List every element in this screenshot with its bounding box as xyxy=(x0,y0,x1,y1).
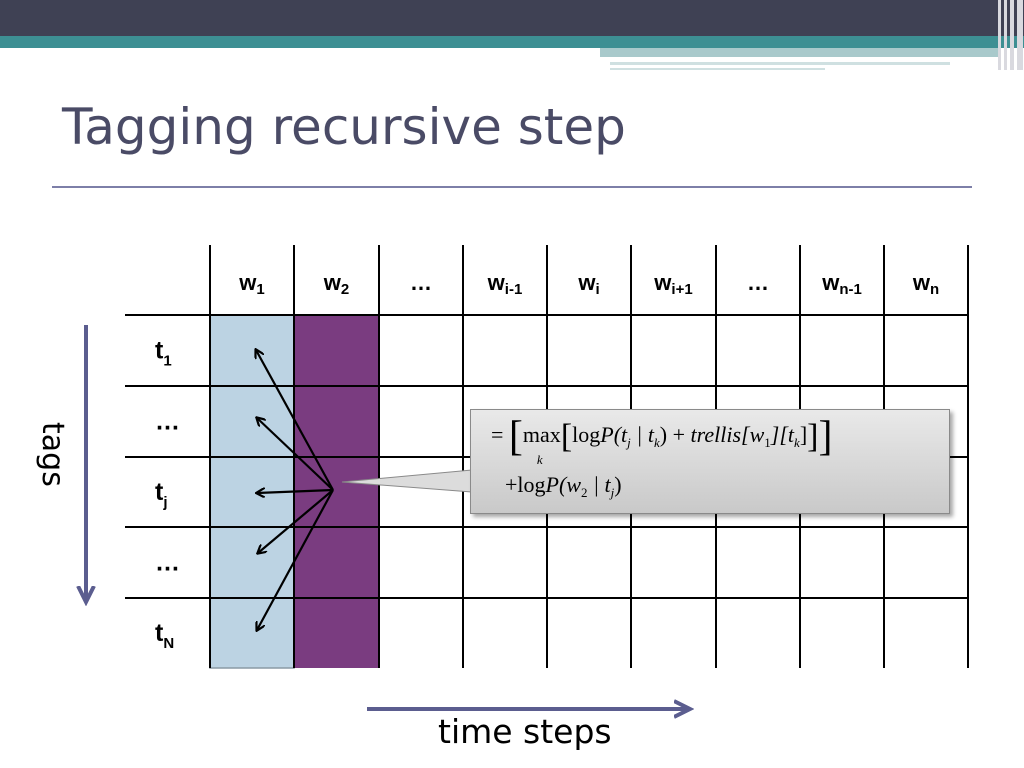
top-banner-accent xyxy=(600,48,1000,57)
transition-arrow xyxy=(257,489,334,630)
callout-pointer xyxy=(341,469,473,493)
column-w1-cell xyxy=(209,314,295,387)
column-header: wi xyxy=(577,270,599,298)
column-header: … xyxy=(410,270,432,295)
trellis-grid xyxy=(125,245,969,668)
column-header: wi-1 xyxy=(487,270,523,298)
column-header: … xyxy=(747,270,769,295)
column-w1-cell xyxy=(209,597,295,669)
row-header: tj xyxy=(155,478,168,511)
slide-title: Tagging recursive step xyxy=(62,98,626,156)
top-banner-stripe xyxy=(0,36,1024,48)
transition-arrows xyxy=(256,350,334,630)
transition-arrow xyxy=(257,418,334,491)
column-headers: w1 w2 … wi-1 wi wi+1 … wn-1 wn xyxy=(238,270,939,298)
transition-arrow xyxy=(258,489,334,553)
column-header: wi+1 xyxy=(653,270,692,298)
column-header: w2 xyxy=(323,270,349,298)
row-header: tN xyxy=(155,619,174,652)
column-header: w1 xyxy=(238,270,264,298)
row-header: t1 xyxy=(155,337,172,370)
top-banner-line xyxy=(610,62,950,65)
row-header: … xyxy=(155,408,180,436)
column-header: wn xyxy=(912,270,939,298)
row-headers: t1 … tj … tN xyxy=(155,337,180,653)
row-header: … xyxy=(155,549,180,577)
top-banner-line-short xyxy=(610,68,825,70)
transition-arrow xyxy=(256,350,334,491)
tags-axis-label: tags xyxy=(35,422,70,487)
corner-decoration xyxy=(994,0,1024,70)
time-steps-axis-label: time steps xyxy=(438,712,612,751)
column-header: wn-1 xyxy=(821,270,862,298)
formula-line-2: +logP(w2 | tj) xyxy=(505,472,622,500)
transition-arrow xyxy=(257,490,334,493)
top-banner xyxy=(0,0,1024,36)
title-underline xyxy=(52,186,972,188)
